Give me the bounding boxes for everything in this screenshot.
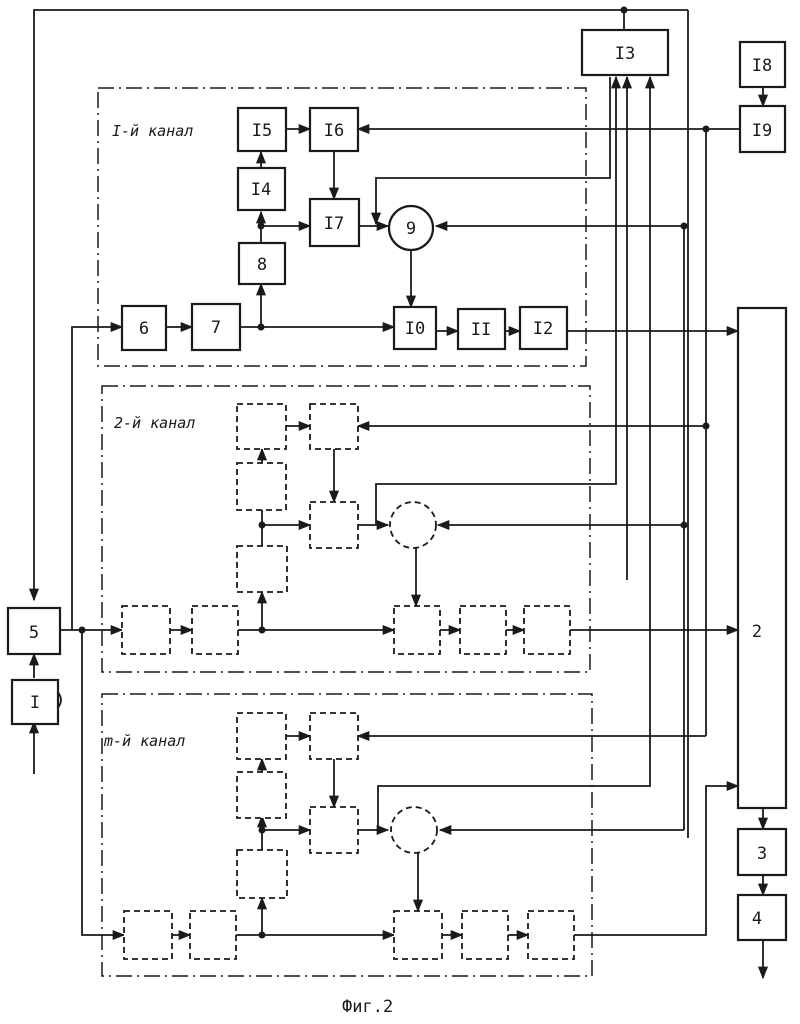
block-2: 2 (738, 308, 786, 808)
block-10-label: I0 (405, 319, 425, 339)
block-17-label: I7 (324, 214, 344, 234)
chm-block-14 (237, 772, 286, 818)
block-17: I7 (310, 199, 359, 246)
block-13-label: I3 (615, 44, 635, 64)
chm-block-11 (462, 911, 508, 959)
block-7-label: 7 (211, 318, 221, 338)
ch2-block-9 (390, 502, 436, 548)
block-12: I2 (520, 307, 567, 349)
block-6-label: 6 (139, 319, 149, 339)
ch2-block-11 (460, 606, 506, 654)
block-19: I9 (740, 106, 785, 152)
chm-block-9 (391, 807, 437, 853)
chm-block-10 (394, 911, 442, 959)
block-9: 9 (389, 206, 433, 250)
ch2-block-16 (310, 404, 358, 449)
ch2-block-17 (310, 502, 358, 548)
block-18-label: I8 (752, 56, 772, 76)
block-16: I6 (310, 108, 358, 151)
ch2-block-14 (237, 463, 286, 510)
block-14: I4 (238, 168, 285, 210)
chm-block-7 (190, 911, 236, 959)
figure-caption: Фиг.2 (342, 997, 393, 1017)
block-12-label: I2 (533, 319, 553, 339)
ch2-block-6 (122, 606, 170, 654)
block-1-label: I (30, 693, 40, 713)
ch2-block-7 (192, 606, 238, 654)
block-15-label: I5 (252, 121, 272, 141)
block-3: 3 (738, 829, 786, 875)
channel-m-blocks (124, 713, 574, 959)
block-11: II (458, 309, 505, 349)
block-15: I5 (238, 108, 286, 151)
block-2-label: 2 (752, 622, 762, 642)
block-5: 5 (8, 608, 60, 654)
block-10: I0 (394, 307, 436, 349)
block-8-label: 8 (257, 255, 267, 275)
block-1: I (12, 680, 58, 724)
channel-1-label: I-й канал (112, 122, 193, 140)
channel-2-label: 2-й канал (114, 414, 195, 432)
chm-block-12 (528, 911, 574, 959)
ch2-block-8 (237, 546, 287, 592)
block-16-label: I6 (324, 121, 344, 141)
channel-2-blocks (122, 404, 570, 654)
chm-block-17 (310, 807, 358, 853)
block-14-label: I4 (251, 180, 271, 200)
ch2-block-12 (524, 606, 570, 654)
block-5-label: 5 (29, 623, 39, 643)
block-18: I8 (740, 42, 785, 87)
block-8: 8 (239, 243, 285, 284)
buses (376, 77, 763, 830)
block-4-label: 4 (752, 909, 762, 929)
channel-m-label: m-й канал (103, 732, 185, 750)
chm-block-16 (310, 713, 358, 759)
block-3-label: 3 (757, 844, 767, 864)
chm-block-15 (237, 713, 286, 759)
ch2-block-15 (237, 404, 286, 449)
chm-block-8 (237, 850, 287, 898)
ch2-block-10 (394, 606, 440, 654)
block-6: 6 (122, 306, 166, 350)
chm-block-6 (124, 911, 172, 959)
block-19-label: I9 (752, 121, 772, 141)
block-13: I3 (582, 30, 668, 75)
block-11-label: II (471, 320, 491, 340)
block-7: 7 (192, 304, 240, 350)
block-4: 4 (738, 895, 786, 940)
channel-m-wiring (82, 630, 738, 939)
block-9-label: 9 (406, 219, 416, 239)
